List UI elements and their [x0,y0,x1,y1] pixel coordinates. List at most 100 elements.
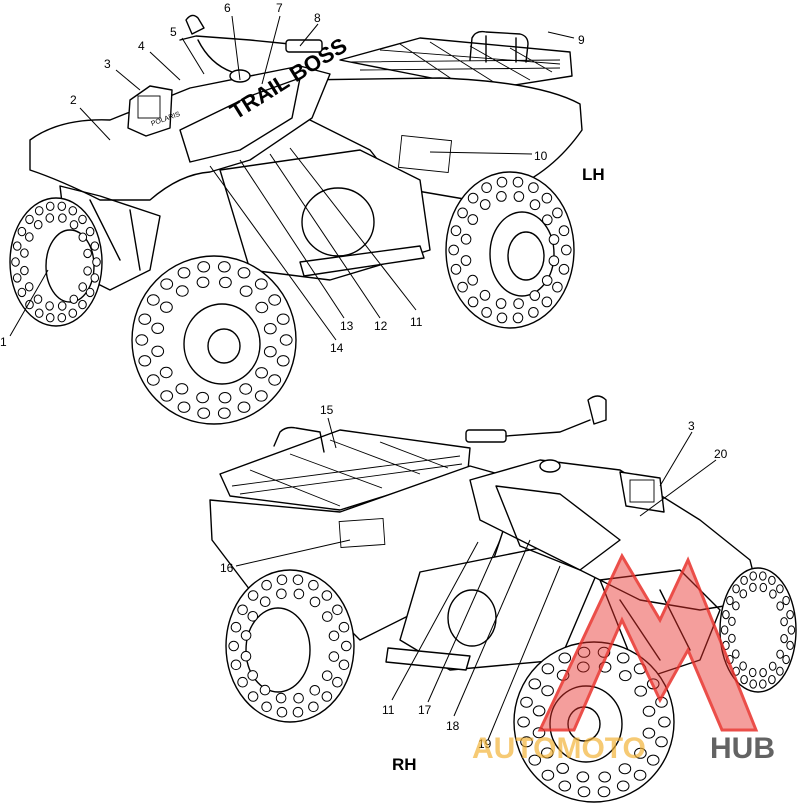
tread-knob [308,579,319,591]
handlebar-lh [179,14,323,73]
tread-knob [450,225,462,237]
tread-knob [513,191,525,202]
tread-knob [541,296,553,308]
tread-knob [328,630,340,642]
tread-knob [467,192,479,204]
tread-knob [83,266,92,276]
watermark-logo: AUTOMOTO HUB [472,552,775,765]
tread-knob [759,668,767,678]
tread-knob [658,716,671,728]
tread-knob [45,313,55,323]
tread-knob [160,278,174,290]
tread-knob [11,257,20,267]
tread-knob [85,226,95,237]
tread-knob [548,255,560,267]
tread-knob [577,661,590,673]
tread-knob [768,675,776,685]
tread-knob [479,199,491,210]
tread-knob [228,640,239,652]
tread-knob [768,661,777,671]
tread-knob [239,285,253,297]
tread-knob [45,213,55,223]
fuel-cap-rh [539,459,561,473]
tread-knob [512,312,524,324]
tread-knob [749,571,758,581]
tread-knob [237,604,248,616]
tread-knob [732,584,740,594]
tread-knob [512,176,524,188]
tread-knob [759,582,768,593]
fender-decal-10 [397,134,453,174]
callout-15: 15 [320,403,334,417]
tread-knob [776,601,785,611]
tread-knob [292,706,304,718]
tread-knob [328,651,340,662]
tread-knob [457,207,468,219]
callout-9: 9 [578,33,585,47]
callout-10: 10 [534,149,548,163]
tread-knob [548,234,560,245]
tread-knob [85,287,95,298]
tank-decal-7 [179,77,301,163]
tread-knob [24,282,34,292]
tread-knob [240,650,252,662]
tread-knob [146,294,160,306]
tread-knob [786,640,794,651]
tread-knob [263,323,277,335]
tread-knob [255,301,269,314]
watermark-text-right: HUB [710,732,775,765]
tread-knob [33,220,43,230]
tread-knob [217,261,231,273]
tread-knob [68,308,78,318]
tread-knob [57,201,67,212]
tread-knob [321,590,333,601]
tread-knob [748,667,757,678]
tread-knob [520,696,533,708]
front-wheel-lh-right [131,255,297,425]
headlight-pod [127,85,173,137]
tread-knob [728,633,736,643]
callout-11-lh: 11 [410,315,423,329]
tread-knob [541,663,555,675]
tread-knob [780,634,788,644]
tread-knob [597,786,611,798]
tread-knob [268,374,282,386]
tread-knob [160,390,174,402]
tread-knob [45,301,54,311]
tread-knob [160,301,173,313]
tread-knob [177,267,191,279]
tread-knob [749,582,757,593]
tread-knob [460,233,472,245]
tread-knob [217,407,231,419]
tread-knob [467,214,479,225]
callout-8: 8 [314,11,321,25]
tread-knob [496,191,507,202]
tread-knob [292,574,304,586]
tread-knob [576,771,590,783]
tread-knob [20,265,29,276]
tread-knob [460,255,472,266]
tread-knob [338,621,350,633]
tread-knob [34,206,44,216]
tread-knob [261,701,272,713]
callout-20: 20 [714,447,728,461]
tread-knob [467,274,479,286]
callout-4: 4 [138,39,145,53]
tread-knob [321,691,333,702]
tread-knob [12,241,22,251]
tread-knob [247,670,258,681]
rear-wheel-rh [225,569,355,723]
view-label-rh: RH [392,755,417,774]
tread-knob [69,294,79,304]
tread-knob [496,176,508,188]
tire-tread-pattern [11,176,796,798]
tread-knob [720,625,729,635]
tread-knob [196,276,210,288]
tread-knob [68,206,78,216]
tread-knob [496,312,508,324]
tread-knob [558,263,570,275]
callout-14: 14 [330,341,344,355]
tread-knob [177,401,191,413]
tread-knob [520,736,533,748]
tread-knob [196,391,210,404]
